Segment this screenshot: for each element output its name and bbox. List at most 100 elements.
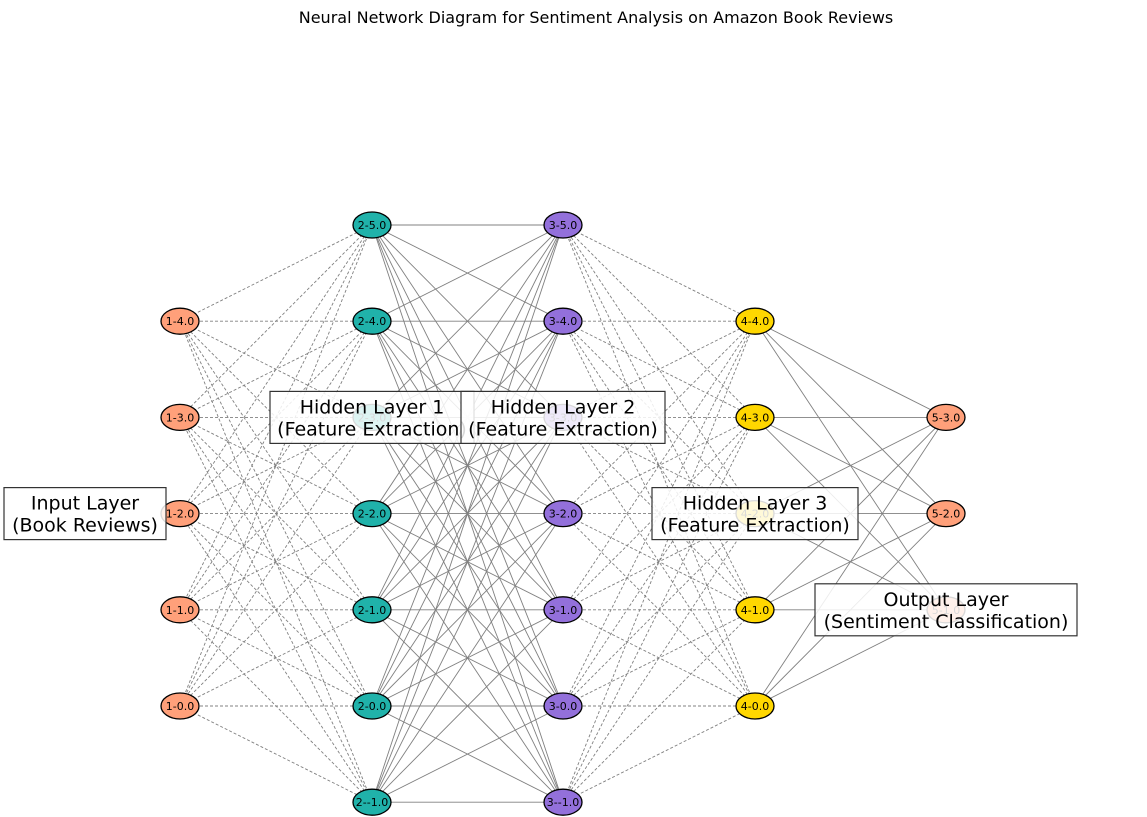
edge-1-1.0-to-2--1.0 [179, 609, 373, 803]
layer-label-box [460, 390, 666, 444]
edge-3-3.0-to-4-0.0 [562, 417, 756, 707]
node-label: 2-5.0 [358, 219, 386, 232]
node-circle [352, 307, 392, 335]
node-circle [543, 211, 583, 239]
layer-label-output: Output Layer(Sentiment Classification) [814, 583, 1078, 637]
node-4-3.0: 4-3.0 [735, 403, 775, 432]
node-circle [543, 596, 583, 624]
node-circle [352, 692, 392, 720]
edge-3--1.0-to-4-4.0 [562, 321, 756, 803]
layer-label-hidden3: Hidden Layer 3(Feature Extraction) [651, 487, 859, 541]
node-3-1.0: 3-1.0 [543, 596, 583, 624]
node-1-4.0: 1-4.0 [160, 307, 200, 335]
node-label: 2-4.0 [358, 315, 386, 328]
node-2-1.0: 2-1.0 [352, 596, 392, 624]
edge-3-2.0-to-4-1.0 [562, 513, 756, 611]
edge-2-5.0-to-3-3.0 [371, 224, 564, 418]
edge-1-4.0-to-2-0.0 [179, 320, 373, 707]
node-circle [352, 499, 392, 528]
layer-label-hidden2: Hidden Layer 2(Feature Extraction) [460, 390, 666, 444]
layer-label-line: (Feature Extraction) [468, 418, 658, 440]
edge-1-4.0-to-2-3.0 [179, 320, 373, 418]
node-label: 3-1.0 [549, 604, 577, 617]
node-1-2.0: 1-2.0 [160, 499, 200, 528]
edge-1-0.0-to-2--1.0 [179, 705, 373, 803]
edge-1-3.0-to-2--1.0 [179, 417, 373, 803]
nodes-group: 1-0.0 1-1.0 1-2.0 1-3.0 1-4.0 2--1.0 2-0.0 2-1.… [160, 211, 966, 816]
edge-3-0.0-to-4-3.0 [562, 417, 756, 707]
edge-1-4.0-to-2-1.0 [179, 320, 373, 611]
edge-2-2.0-to-3--1.0 [371, 513, 564, 803]
node-4-4.0: 4-4.0 [735, 307, 775, 335]
edges-group [179, 224, 947, 803]
edge-3--1.0-to-4-2.0 [562, 513, 756, 803]
node-circle [543, 788, 583, 816]
node-label: 3-5.0 [549, 219, 577, 232]
node-label: 2-0.0 [358, 700, 386, 713]
node-4-1.0: 4-1.0 [735, 596, 775, 624]
layer-label-line: Output Layer [883, 589, 1008, 611]
edge-1-2.0-to-2-1.0 [179, 513, 373, 611]
edge-3-5.0-to-4-3.0 [562, 224, 756, 418]
edge-2-5.0-to-3-4.0 [371, 224, 564, 322]
edge-3-1.0-to-4-0.0 [562, 609, 756, 707]
edge-3-4.0-to-4-1.0 [562, 320, 756, 611]
node-circle [735, 403, 775, 432]
node-circle [160, 307, 200, 335]
edge-2-5.0-to-3--1.0 [371, 224, 564, 803]
edge-1-1.0-to-2-0.0 [179, 609, 373, 707]
layer-label-box [269, 390, 475, 444]
edge-1-3.0-to-2-2.0 [179, 416, 373, 515]
node-circle [160, 403, 200, 432]
node-label: 1-3.0 [166, 411, 194, 424]
layer-label-line: Hidden Layer 2 [491, 396, 636, 418]
layer-label-line: Input Layer [31, 493, 139, 515]
layer-label-box [3, 487, 167, 541]
node-circle [352, 596, 392, 624]
node-circle [160, 692, 200, 720]
layer-label-line: (Book Reviews) [12, 515, 158, 537]
layer-label-line: Hidden Layer 1 [300, 396, 445, 418]
node-label: 1-2.0 [166, 508, 194, 521]
node-label: 2-1.0 [358, 604, 386, 617]
node-label: 4-3.0 [741, 411, 769, 424]
edge-1-4.0-to-2-5.0 [179, 224, 373, 322]
node-2-2.0: 2-2.0 [352, 499, 392, 528]
node-label: 2-2.0 [358, 508, 386, 521]
node-3-0.0: 3-0.0 [543, 692, 583, 720]
node-circle [160, 596, 200, 624]
edge-2-5.0-to-3-2.0 [371, 224, 564, 514]
layer-label-line: Hidden Layer 3 [683, 493, 828, 515]
node-label: 4-4.0 [741, 315, 769, 328]
edge-1-0.0-to-2-3.0 [179, 417, 373, 707]
node-1-0.0: 1-0.0 [160, 692, 200, 720]
node-label: 1-0.0 [166, 700, 194, 713]
layer-label-line: (Sentiment Classification) [824, 611, 1069, 633]
node-3-2.0: 3-2.0 [543, 499, 583, 528]
node-5-3.0: 5-3.0 [926, 403, 966, 432]
layer-label-hidden1: Hidden Layer 1(Feature Extraction) [269, 390, 475, 444]
node-label: 3--1.0 [547, 796, 579, 809]
node-circle [543, 499, 583, 528]
node-label: 1-1.0 [166, 604, 194, 617]
node-1-1.0: 1-1.0 [160, 596, 200, 624]
edge-1-2.0-to-2--1.0 [179, 513, 373, 803]
edge-4-4.0-to-5-2.0 [754, 320, 947, 514]
edge-1-3.0-to-2-0.0 [179, 417, 373, 707]
layer-labels-group: Input Layer(Book Reviews)Hidden Layer 1(… [3, 390, 1078, 637]
node-label: 3-2.0 [549, 508, 577, 521]
node-1-3.0: 1-3.0 [160, 403, 200, 432]
node-label: 5-2.0 [932, 508, 960, 521]
node-circle [543, 307, 583, 335]
node-label: 2--1.0 [356, 796, 388, 809]
edge-3-5.0-to-4-2.0 [562, 224, 756, 514]
layer-label-input: Input Layer(Book Reviews) [3, 487, 167, 541]
diagram-title: Neural Network Diagram for Sentiment Ana… [298, 8, 894, 27]
node-2--1.0: 2--1.0 [352, 788, 392, 816]
node-circle [926, 403, 966, 432]
edge-3--1.0-to-4-0.0 [562, 705, 756, 803]
node-label: 4-0.0 [741, 700, 769, 713]
edge-2-1.0-to-3--1.0 [371, 609, 564, 803]
edge-4-4.0-to-5-1.0 [754, 320, 947, 611]
